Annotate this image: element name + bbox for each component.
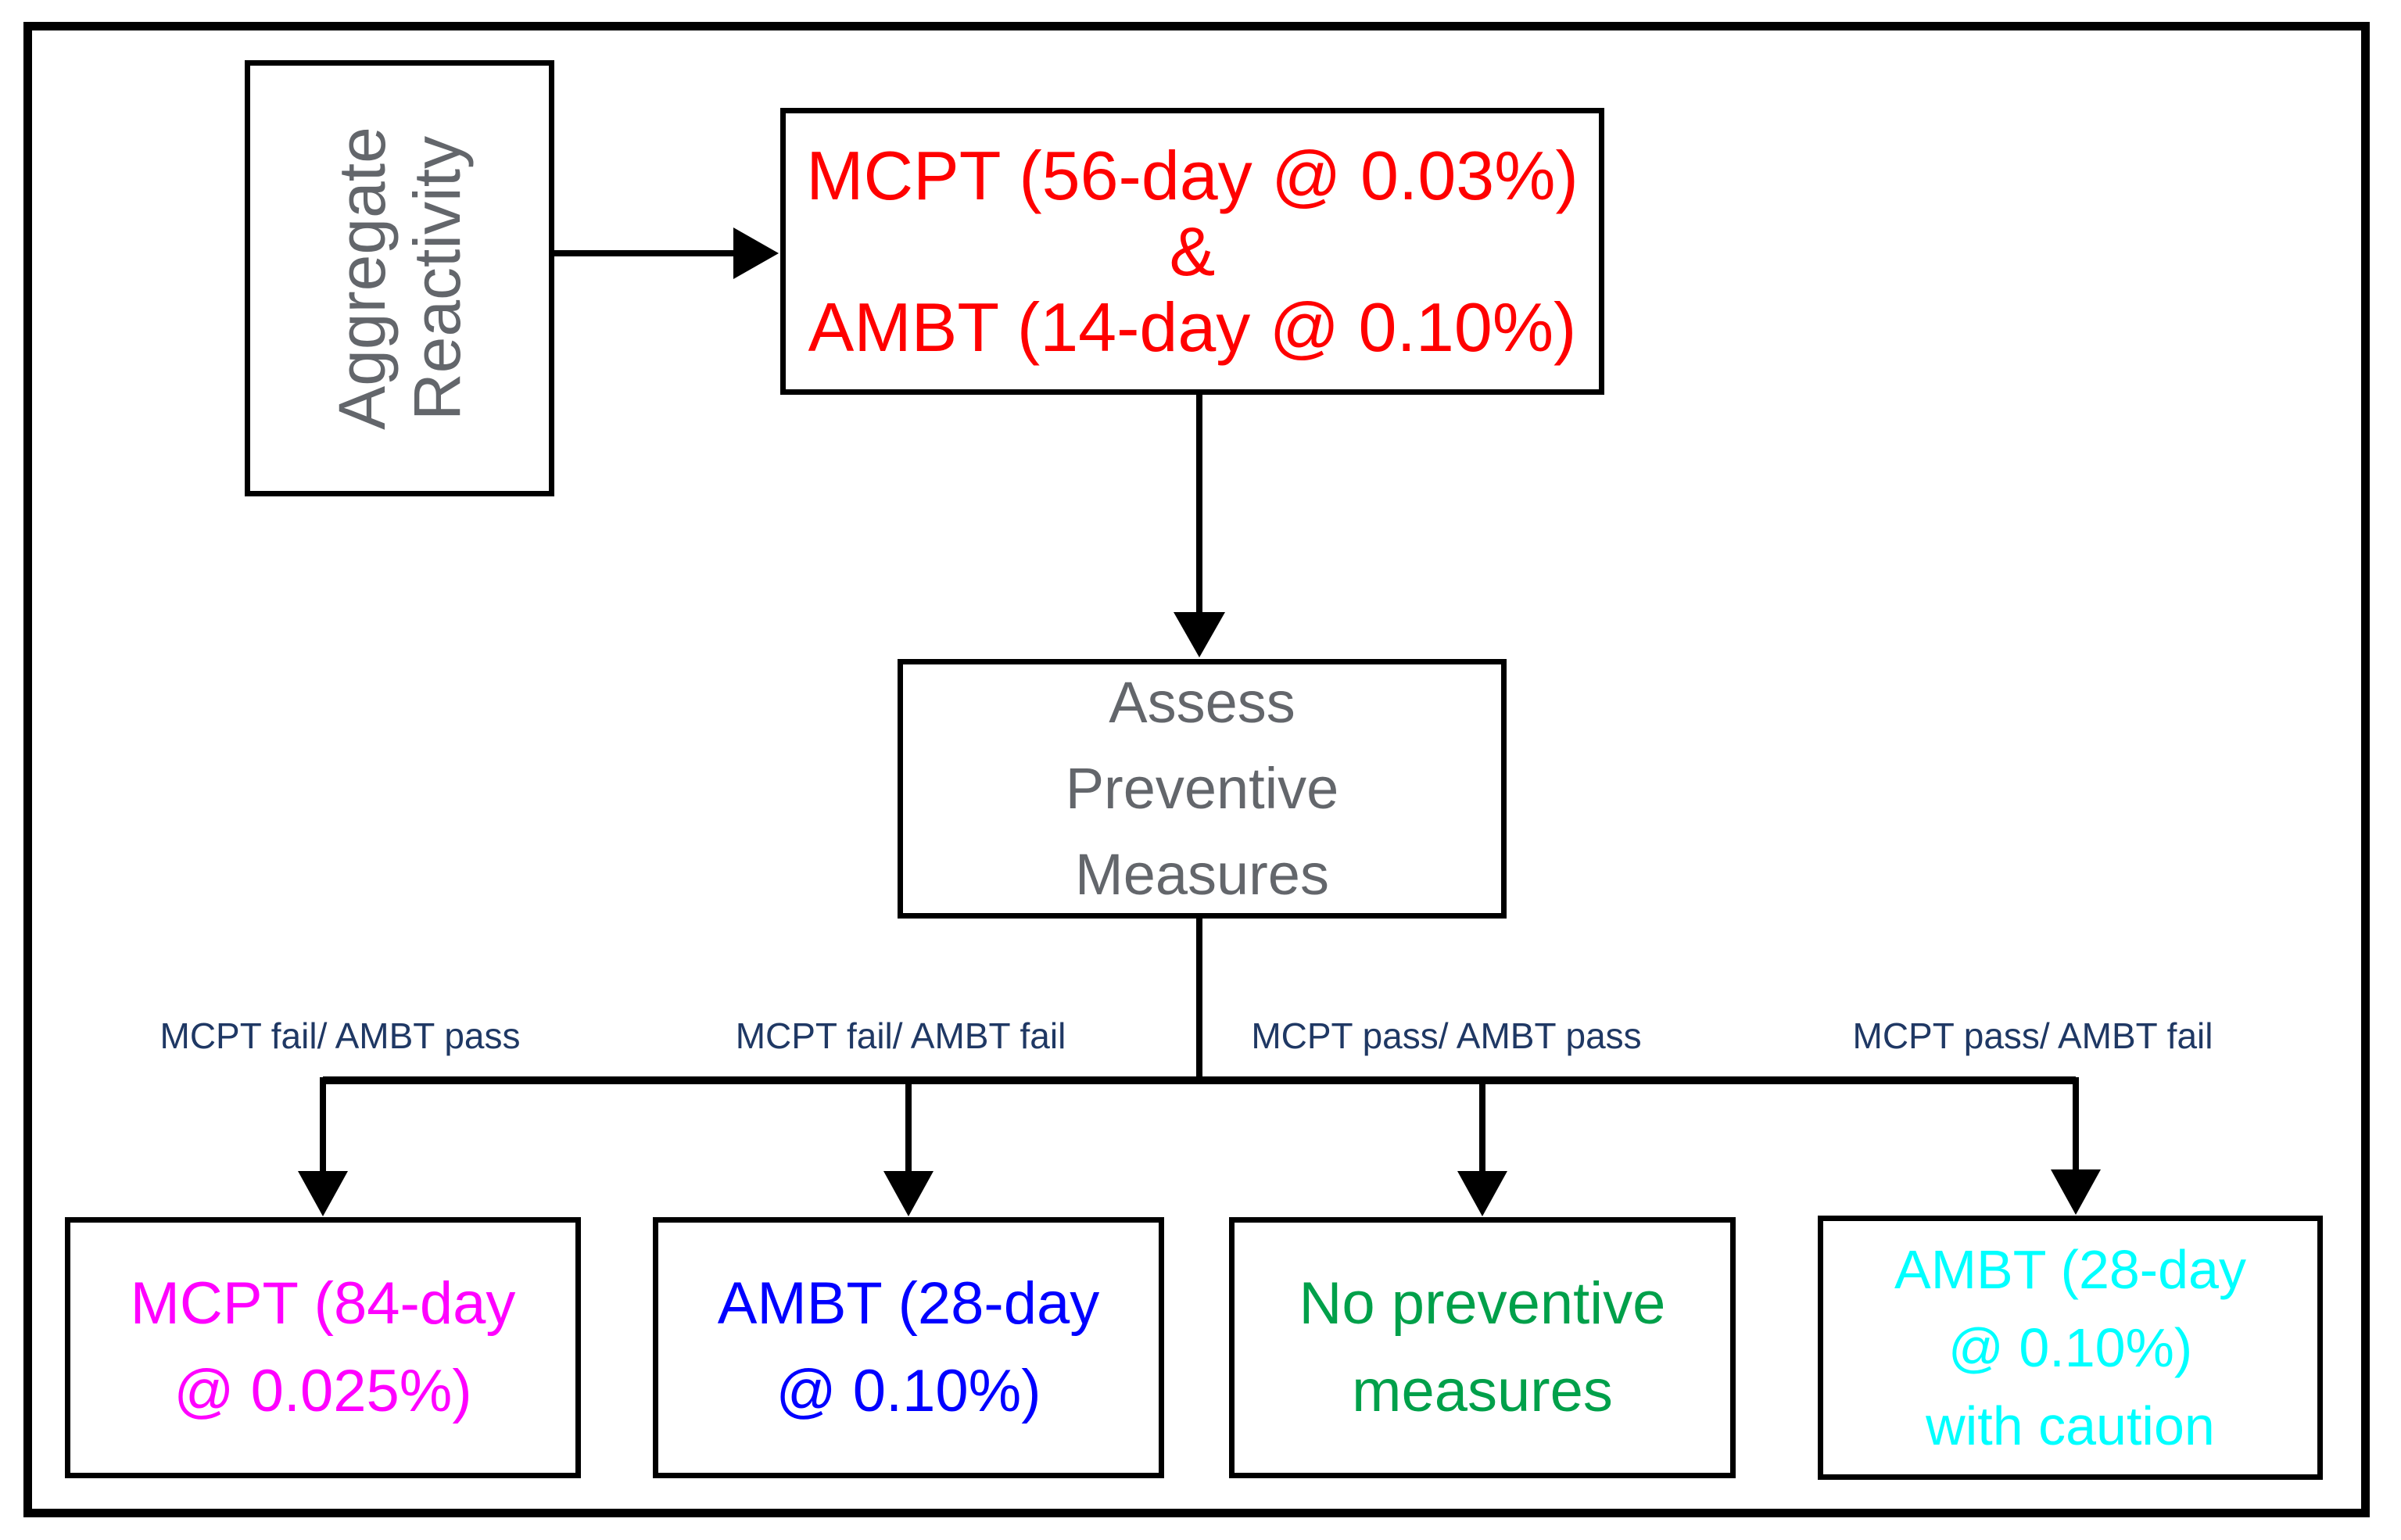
- node-line: Preventive: [1065, 756, 1339, 821]
- node-assess-preventive-measures: Assess Preventive Measures: [898, 659, 1507, 919]
- node-line: measures: [1352, 1358, 1613, 1424]
- arrow-down-icon: [2051, 1169, 2101, 1215]
- node-aggregate-reactivity: Aggregate Reactivity: [245, 60, 554, 496]
- node-line: MCPT (56-day @ 0.03%): [806, 137, 1579, 214]
- node-line: AMBT (14-day @ 0.10%): [808, 288, 1577, 366]
- branch-label-mcpt-pass-ambt-fail: MCPT pass/ AMBT fail: [1852, 1015, 2213, 1056]
- node-line: with caution: [1926, 1395, 2215, 1456]
- node-outcome-no-preventive-measures: No preventive measures: [1229, 1217, 1736, 1478]
- arrow-right-icon: [733, 227, 779, 279]
- node-line: Aggregate: [325, 127, 400, 430]
- arrow-down-icon: [298, 1171, 348, 1216]
- arrow-down-icon: [1457, 1171, 1507, 1216]
- node-line: Measures: [1075, 842, 1329, 907]
- node-line: AMBT (28-day: [1894, 1239, 2246, 1300]
- node-line: AMBT (28-day: [717, 1270, 1100, 1337]
- arrow-down-icon: [1174, 612, 1225, 657]
- node-line: &: [1169, 213, 1216, 290]
- node-aggregate-reactivity-text: Aggregate Reactivity: [324, 127, 475, 430]
- arrow-down-icon: [883, 1171, 934, 1216]
- node-initial-tests: MCPT (56-day @ 0.03%) & AMBT (14-day @ 0…: [780, 108, 1604, 395]
- node-line: Reactivity: [400, 135, 475, 421]
- node-line: @ 0.10%): [1948, 1317, 2193, 1378]
- branch-label-mcpt-pass-ambt-pass: MCPT pass/ AMBT pass: [1251, 1015, 1642, 1056]
- node-line: @ 0.025%): [174, 1358, 472, 1424]
- node-line: MCPT (84-day: [130, 1270, 516, 1337]
- branch-label-mcpt-fail-ambt-pass: MCPT fail/ AMBT pass: [159, 1015, 521, 1056]
- node-line: Assess: [1109, 670, 1295, 735]
- node-outcome-mcpt-84day: MCPT (84-day @ 0.025%): [65, 1217, 581, 1478]
- node-line: No preventive: [1299, 1270, 1666, 1337]
- diagram-outer-border: [23, 22, 2370, 1517]
- branch-label-mcpt-fail-ambt-fail: MCPT fail/ AMBT fail: [735, 1015, 1066, 1056]
- node-line: @ 0.10%): [776, 1358, 1041, 1424]
- node-outcome-ambt-28day-caution: AMBT (28-day @ 0.10%) with caution: [1818, 1216, 2323, 1480]
- node-outcome-ambt-28day: AMBT (28-day @ 0.10%): [653, 1217, 1164, 1478]
